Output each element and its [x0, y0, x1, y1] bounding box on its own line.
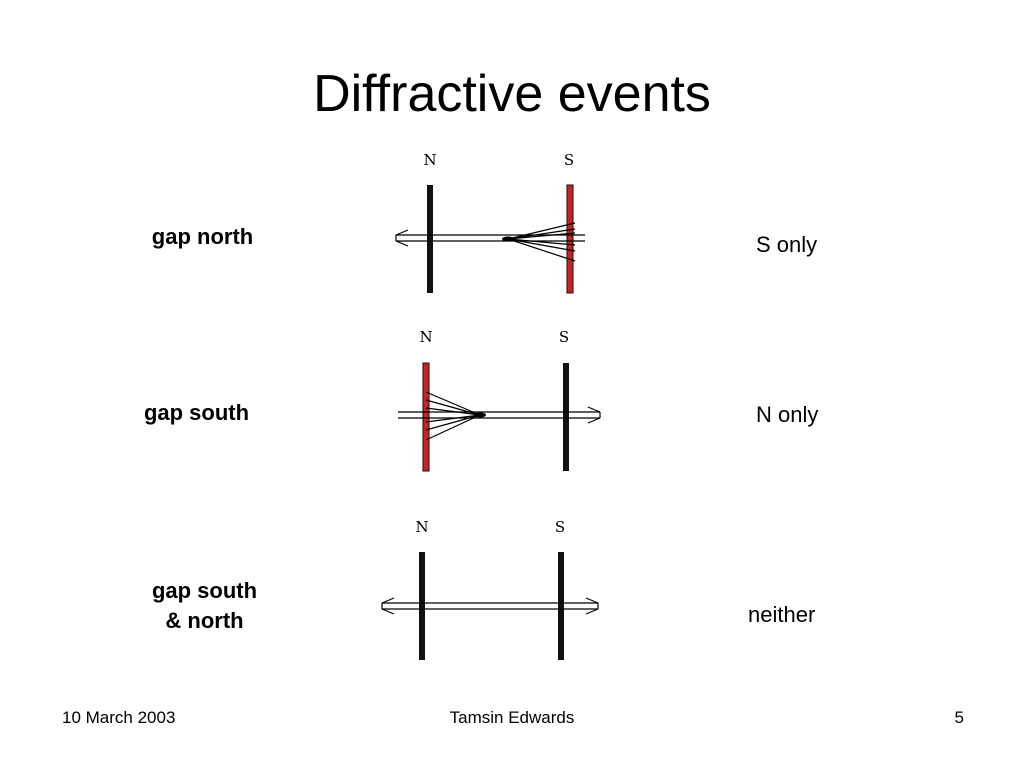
south-pole-label: S	[559, 328, 569, 346]
row-3-label-line-1: gap south	[151, 578, 258, 603]
footer-date: 10 March 2003	[62, 708, 176, 727]
south-pole-label: S	[555, 518, 565, 536]
slide-title: Diffractive events	[313, 65, 711, 123]
north-detector-bar-highlighted	[422, 362, 430, 472]
north-detector-bar	[419, 552, 425, 660]
row-3-label-line-2: & north	[165, 608, 244, 633]
interaction-point	[474, 412, 486, 418]
row-2-label: gap south	[143, 400, 250, 425]
diagram-gap-north: N S	[395, 151, 585, 294]
beam-lines	[381, 597, 599, 615]
row-3-label: gap south & north	[132, 576, 277, 636]
row-1-label: gap north	[151, 224, 254, 249]
diagram-gap-south-and-north: N S	[381, 518, 599, 660]
footer-page-number: 5	[954, 708, 964, 727]
row-2-result: N only	[756, 402, 819, 427]
footer-author: Tamsin Edwards	[449, 708, 575, 727]
beam-lines	[398, 391, 601, 441]
north-detector-bar	[427, 185, 433, 293]
north-pole-label: N	[415, 518, 428, 536]
south-pole-label: S	[564, 151, 574, 169]
north-pole-label: N	[419, 328, 432, 346]
diagram-gap-south: N S	[398, 328, 601, 472]
south-detector-bar	[563, 363, 569, 471]
interaction-point	[502, 236, 514, 242]
row-3-result: neither	[748, 602, 816, 627]
north-pole-label: N	[423, 151, 436, 169]
south-detector-bar-highlighted	[566, 184, 574, 294]
south-detector-bar	[558, 552, 564, 660]
row-1-result: S only	[756, 232, 818, 257]
beam-lines	[395, 222, 585, 262]
